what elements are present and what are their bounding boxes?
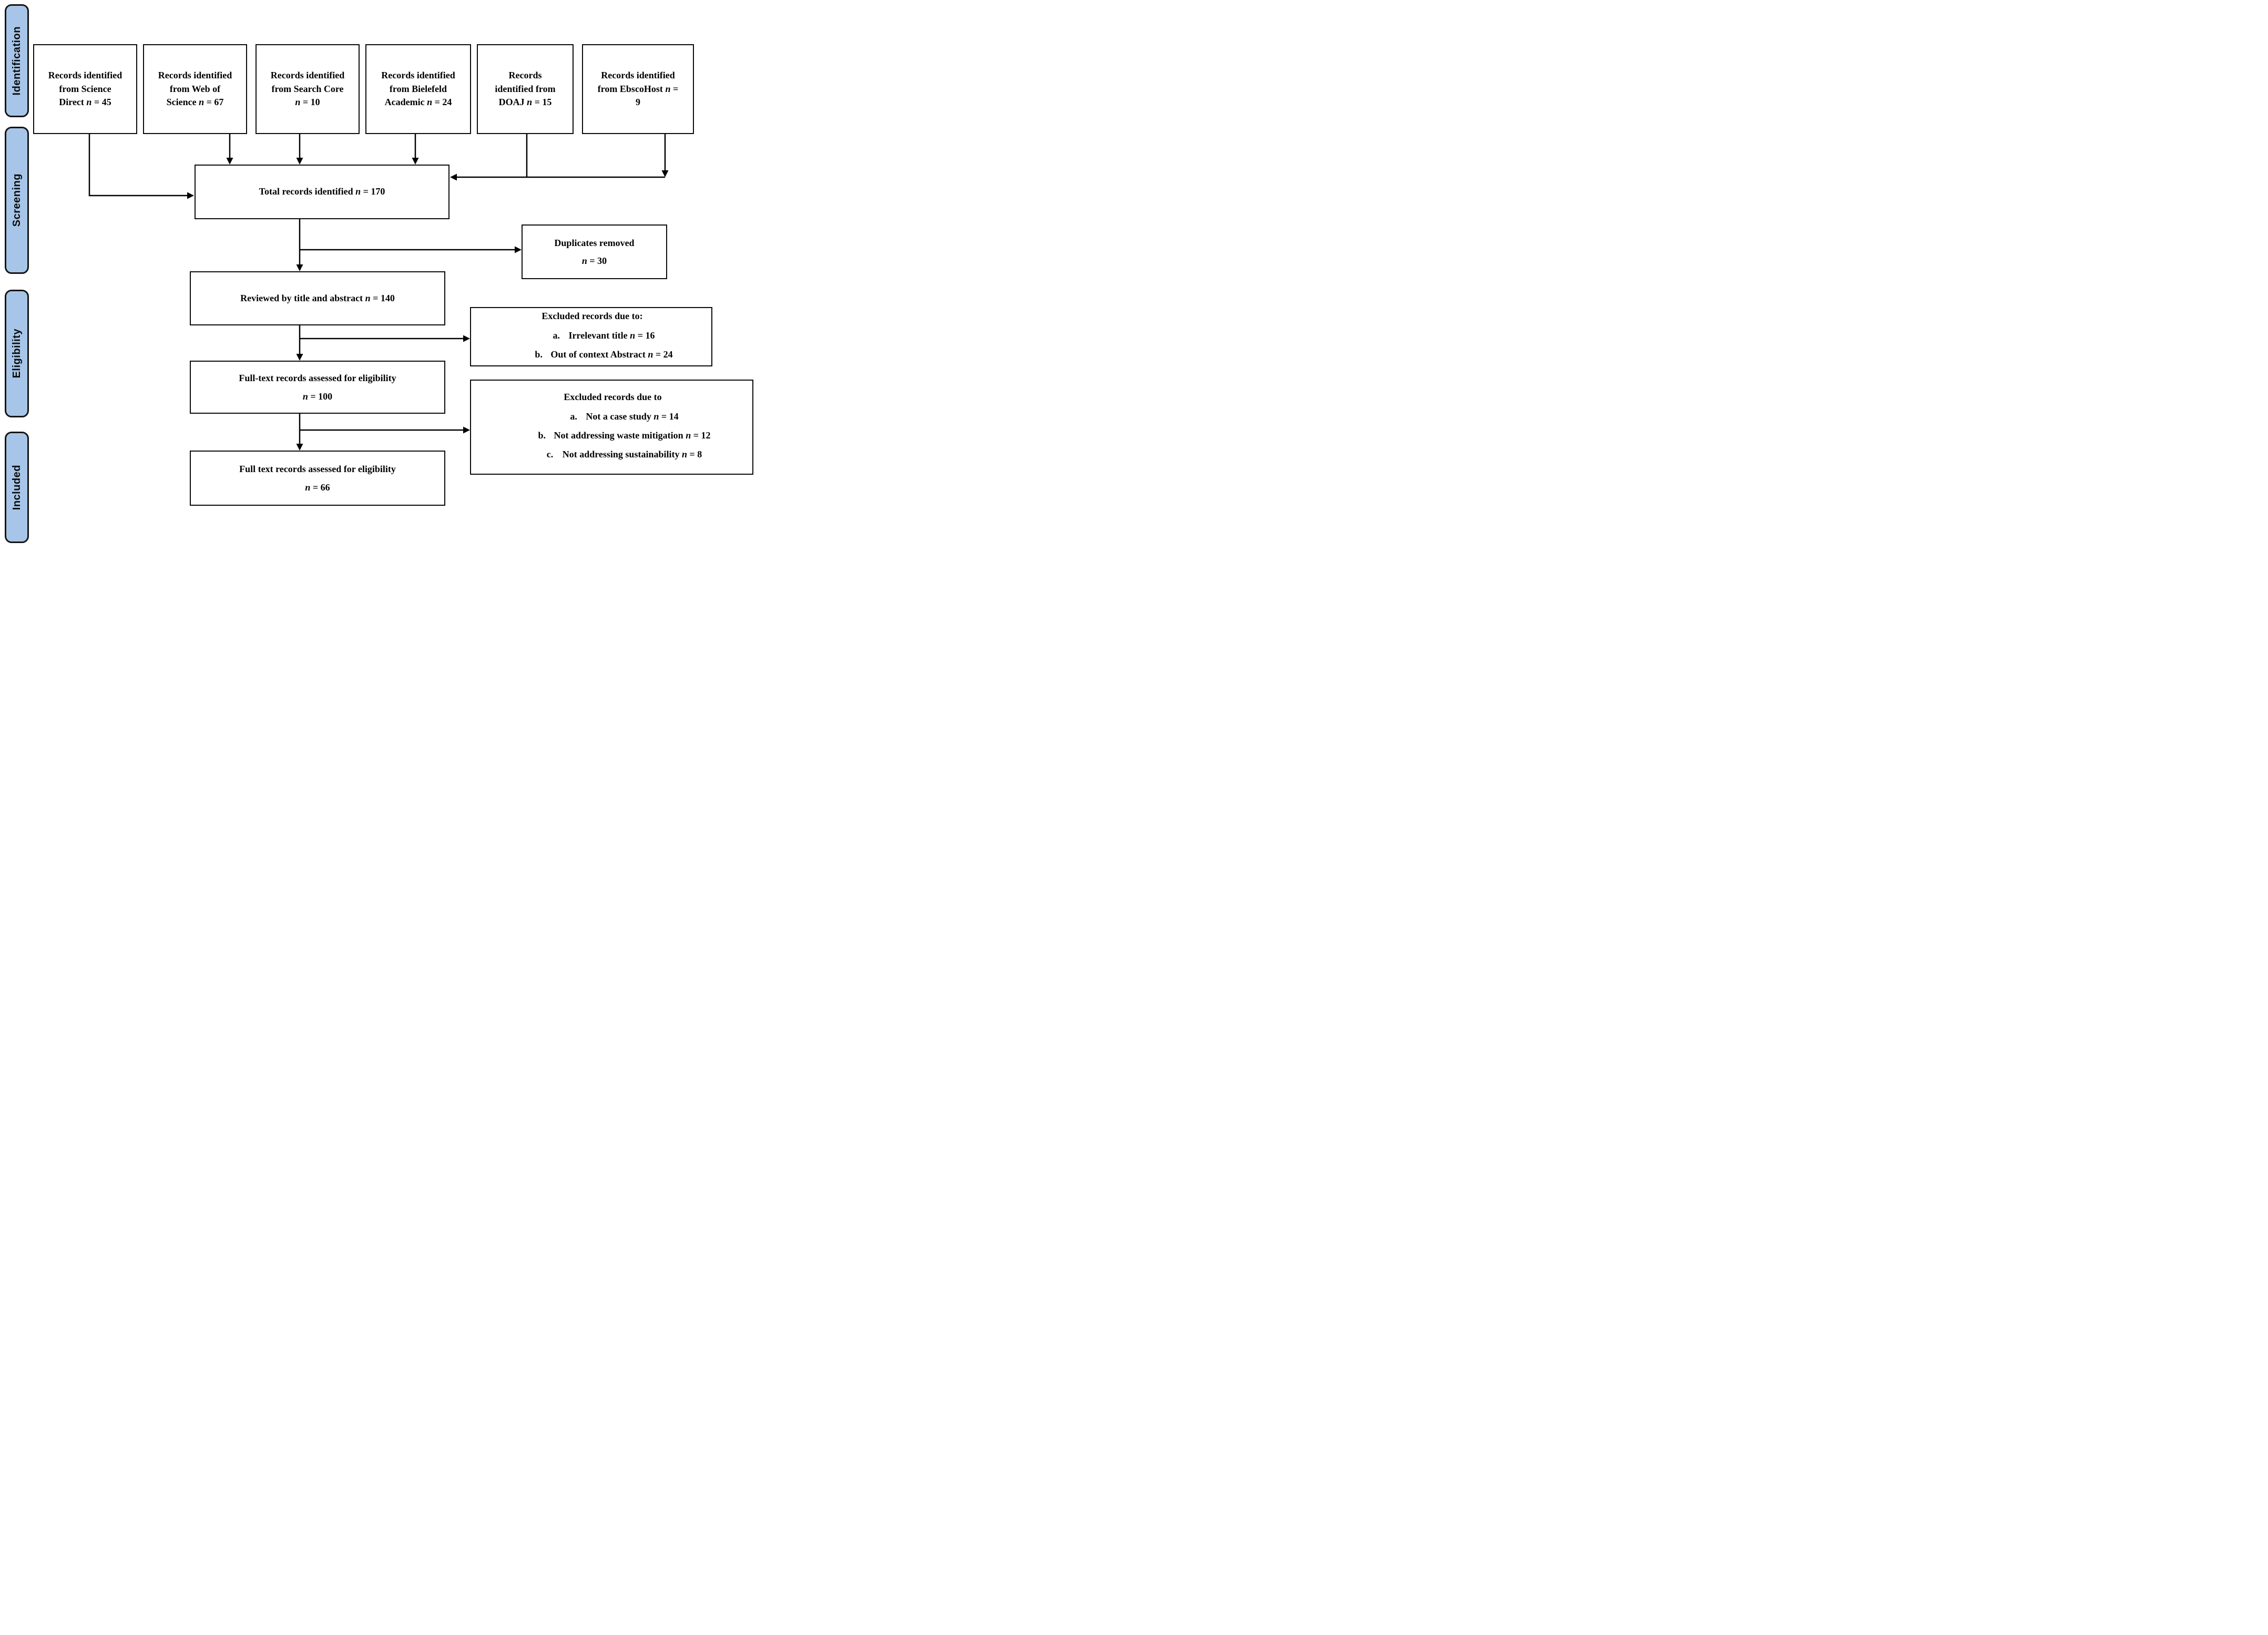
source-box-text: Records identified from DOAJ n = 15 [495, 70, 556, 108]
n-symbol: n [665, 83, 671, 94]
arrowhead-left-into-total [450, 173, 457, 181]
n-symbol: n [86, 97, 92, 108]
arrowhead-down-web-of-science [226, 158, 233, 165]
n-symbol: n [295, 97, 301, 108]
fulltext-assessed-box: Full-text records assessed for eligibili… [190, 361, 445, 414]
arrowhead-down-ebscohost [661, 170, 669, 177]
arrowhead-down-fulltext-assessed [296, 354, 303, 361]
source-box-text: Records identified from EbscoHost n = 9 [597, 70, 679, 108]
stage-tab-label: Eligibility [11, 329, 23, 379]
excluded-fulltext-box: Excluded records due to a.Not a case stu… [470, 380, 753, 475]
total-records-text: Total records identified n = 170 [259, 186, 385, 197]
n-symbol: n [681, 448, 687, 459]
fulltext-included-text: Full text records assessed for eligibili… [239, 464, 396, 493]
n-symbol: n [305, 482, 311, 493]
source-box-text: Records identified from Web of Science n… [158, 70, 232, 108]
stage-tab-eligibility: Eligibility [5, 290, 29, 417]
arrowhead-right-excluded-title-abstract [463, 335, 470, 342]
arrowhead-down-search-core [296, 158, 303, 165]
n-symbol: n [527, 97, 533, 108]
arrowhead-down-reviewed [296, 264, 303, 271]
n-symbol: n [686, 430, 691, 441]
source-box-bielefeld-academic: Records identified from Bielefeld Academ… [365, 44, 471, 134]
stage-tab-identification: Identification [5, 4, 29, 117]
excluded-reason-item: a.Irrelevant title n = 16 [553, 330, 655, 341]
excluded-title-abstract-box: Excluded records due to: a.Irrelevant ti… [470, 307, 712, 366]
excluded-reason-item: c.Not addressing sustainability n = 8 [546, 448, 702, 459]
n-symbol: n [581, 256, 587, 266]
n-symbol: n [630, 330, 636, 341]
reviewed-title-abstract-text: Reviewed by title and abstract n = 140 [240, 292, 395, 303]
source-box-web-of-science: Records identified from Web of Science n… [143, 44, 247, 134]
stage-tab-included: Included [5, 432, 29, 543]
excluded-reason-item: b.Not addressing waste mitigation n = 12 [538, 430, 711, 441]
stage-tab-label: Identification [11, 26, 23, 96]
n-symbol: n [199, 97, 205, 108]
arrowhead-down-bielefeld-academic [412, 158, 419, 165]
excluded-reason-item: a.Not a case study n = 14 [570, 411, 679, 422]
excluded-box-title: Excluded records due to: [542, 310, 643, 321]
n-symbol: n [427, 97, 433, 108]
n-symbol: n [302, 391, 308, 402]
source-box-text: Records identified from Science Direct n… [48, 70, 122, 108]
source-box-doaj: Records identified from DOAJ n = 15 [477, 44, 574, 134]
source-box-science-direct: Records identified from Science Direct n… [33, 44, 137, 134]
arrowhead-right-excluded-fulltext [463, 426, 470, 434]
n-symbol: n [653, 411, 659, 422]
prisma-flow-diagram: Identification Screening Eligibility Inc… [0, 0, 756, 545]
fulltext-included-box: Full text records assessed for eligibili… [190, 451, 445, 506]
reviewed-title-abstract-box: Reviewed by title and abstract n = 140 [190, 271, 445, 325]
stage-tab-label: Screening [11, 173, 23, 227]
n-symbol: n [648, 349, 653, 360]
excluded-box-title: Excluded records due to [564, 391, 662, 402]
total-records-box: Total records identified n = 170 [195, 165, 449, 219]
connector-science-direct [88, 134, 188, 197]
source-box-ebscohost: Records identified from EbscoHost n = 9 [582, 44, 694, 134]
source-box-text: Records identified from Search Core n = … [270, 70, 345, 108]
arrowhead-right-science-direct [187, 192, 194, 199]
fulltext-assessed-text: Full-text records assessed for eligibili… [239, 373, 396, 402]
excluded-reason-item: b.Out of context Abstract n = 24 [535, 349, 673, 360]
n-symbol: n [355, 186, 361, 197]
arrowhead-down-fulltext-included [296, 444, 303, 451]
source-box-text: Records identified from Bielefeld Academ… [381, 70, 455, 108]
stage-tab-label: Included [11, 464, 23, 510]
source-box-search-core: Records identified from Search Core n = … [256, 44, 360, 134]
arrowhead-right-duplicates [515, 246, 522, 253]
n-symbol: n [365, 292, 371, 303]
stage-tab-screening: Screening [5, 127, 29, 274]
